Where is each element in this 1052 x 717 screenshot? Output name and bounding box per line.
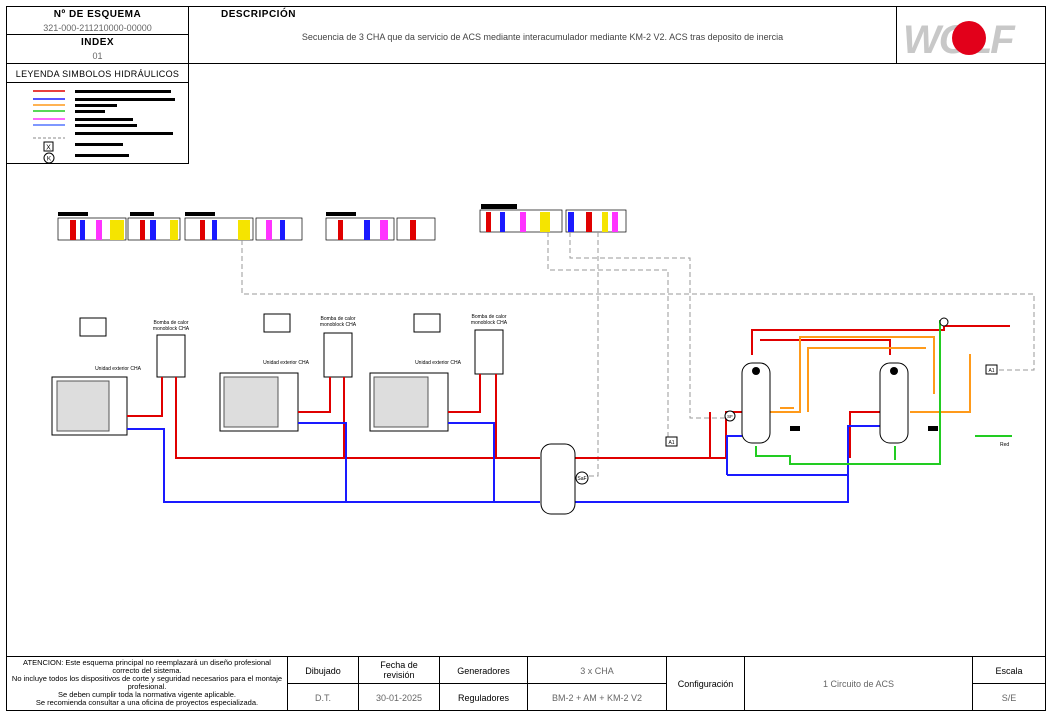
hydro-units (79, 313, 504, 378)
svg-text:Unidad exterior CHA: Unidad exterior CHA (415, 360, 462, 366)
cold-water-pipes (755, 320, 1012, 465)
svg-text:X: X (46, 145, 51, 152)
legend-symbol-circle (43, 152, 55, 164)
description-label: DESCRIPCIÓN (221, 9, 296, 20)
scheme-number-value: 321-000-211210000-00000 (43, 23, 152, 33)
legend-box: LEYENDA SIMBOLOS HIDRÁULICOS X K (6, 63, 189, 164)
svg-text:SaF: SaF (577, 476, 586, 482)
svg-text:Bomba de calor: Bomba de calor (471, 314, 506, 320)
warning-line-1: ATENCION: Este esquema principal no reem… (23, 658, 271, 675)
svg-text:A1: A1 (668, 440, 674, 446)
scheme-number-label: Nº DE ESQUEMA (53, 9, 142, 20)
drawn-value-cell: D.T. (287, 683, 359, 711)
legend-symbol-sensor (43, 141, 54, 152)
date-value-cell: 30-01-2025 (358, 683, 440, 711)
controller-terminals-4 (479, 204, 627, 233)
dhw-tanks (741, 362, 938, 444)
controller-terminals-3 (325, 212, 436, 241)
sensors: A1 A1 SF (665, 317, 998, 447)
legend-title: LEYENDA SIMBOLOS HIDRÁULICOS (15, 69, 180, 79)
drawn-label-cell: Dibujado (287, 656, 359, 684)
legend-entries: X K (33, 90, 175, 164)
regulators-value-cell: BM-2 + AM + KM-2 V2 (527, 683, 667, 711)
generators-value-cell: 3 x CHA (527, 656, 667, 684)
buffer-tank: SaF (540, 443, 589, 515)
controller-terminals-2 (184, 212, 303, 241)
controller-terminals-1 (57, 212, 181, 241)
wolf-logo: WOLF (903, 18, 1018, 62)
logo-dot (952, 21, 986, 55)
warning-line-3: Se deben cumplir toda la normativa vigen… (57, 690, 237, 699)
svg-text:Unidad exterior CHA: Unidad exterior CHA (263, 360, 310, 366)
description-text: Secuencia de 3 CHA que da servicio de AC… (301, 32, 784, 42)
regulators-label-cell: Reguladores (439, 683, 528, 711)
config-value-cell: 1 Circuito de ACS (744, 656, 973, 711)
scale-value-cell: S/E (972, 683, 1046, 711)
footer-warning: ATENCION: Este esquema principal no reem… (6, 656, 288, 711)
generators-label-cell: Generadores (439, 656, 528, 684)
index-label: INDEX (80, 37, 115, 48)
svg-text:monoblock CHA: monoblock CHA (320, 322, 357, 328)
svg-text:SF: SF (727, 414, 733, 419)
svg-text:Bomba de calor: Bomba de calor (153, 320, 188, 326)
scale-label-cell: Escala (972, 656, 1046, 684)
svg-text:Unidad exterior CHA: Unidad exterior CHA (95, 366, 142, 372)
logo-box: WOLF (896, 6, 1046, 64)
outdoor-units (51, 372, 449, 436)
svg-text:A1: A1 (988, 368, 994, 374)
index-value: 01 (92, 51, 103, 61)
red-label: Red (1000, 442, 1009, 448)
control-wiring (241, 232, 1035, 477)
config-label-cell: Configuración (666, 656, 745, 711)
hydro-labels: Bomba de calor monoblock CHA Bomba de ca… (153, 314, 508, 332)
date-label-cell: Fecha de revisión (358, 656, 440, 684)
outdoor-labels: Unidad exterior CHA Unidad exterior CHA … (95, 360, 462, 372)
svg-text:K: K (47, 156, 52, 163)
dhw-pipes (770, 336, 971, 413)
svg-text:Bomba de calor: Bomba de calor (320, 316, 355, 322)
warning-line-2: No incluye todos los dispositivos de cor… (11, 674, 283, 691)
svg-text:monoblock CHA: monoblock CHA (471, 320, 508, 326)
svg-text:monoblock CHA: monoblock CHA (153, 326, 190, 332)
warning-line-4: Se recomienda consultar a una oficina de… (35, 698, 259, 707)
